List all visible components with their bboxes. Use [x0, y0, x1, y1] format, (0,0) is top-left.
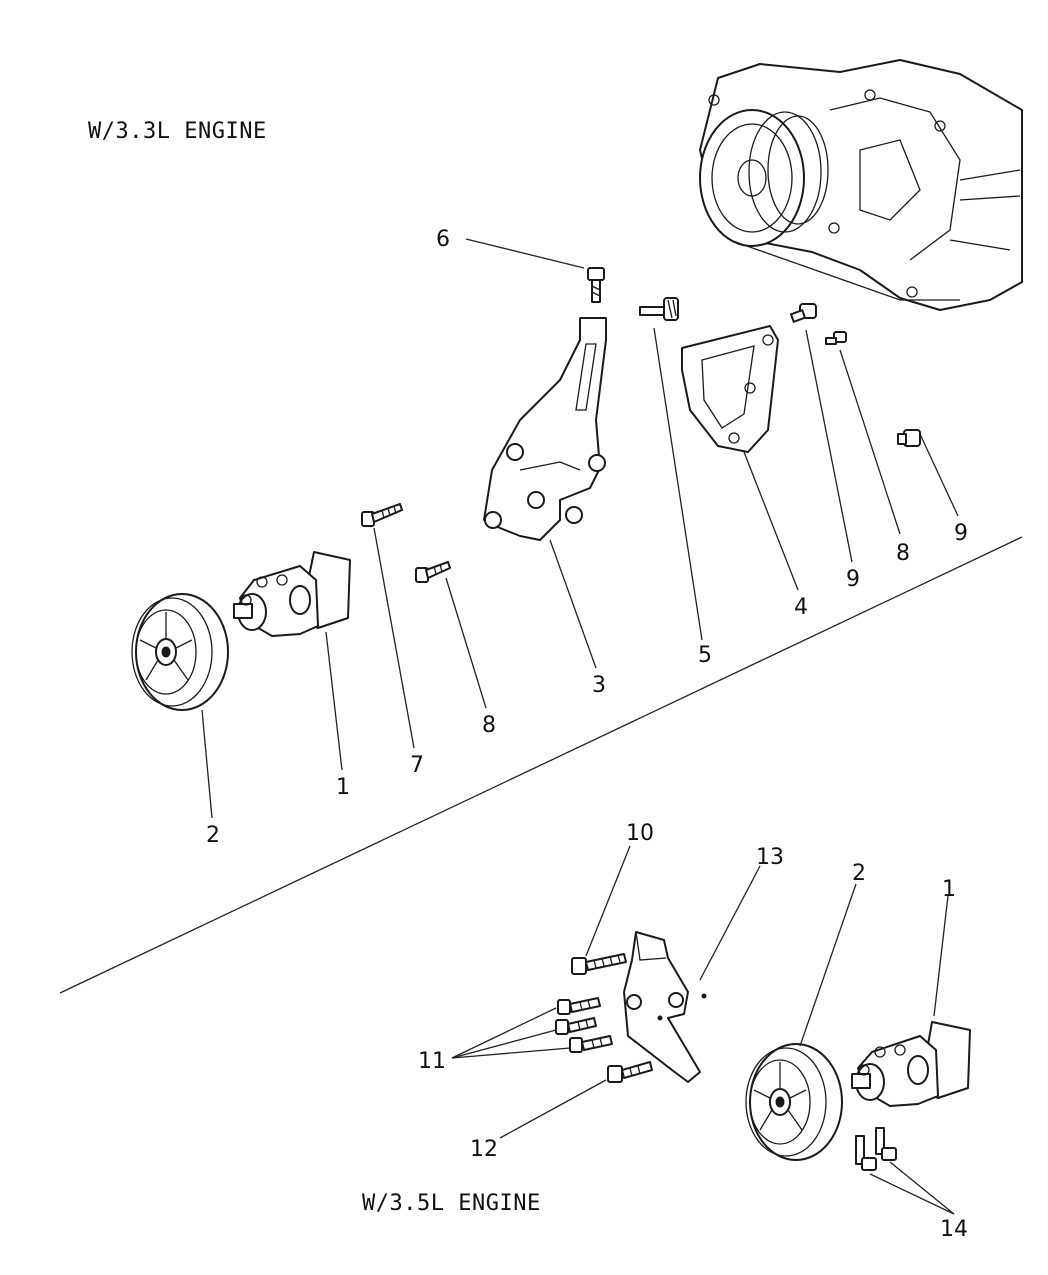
callouts-upper: 6 5 9 8 9 4 3 8 7 1 2 — [206, 227, 968, 848]
leader-lines-upper — [201, 238, 959, 819]
callout-9b: 9 — [954, 521, 968, 546]
pulley-2-lower — [745, 1043, 843, 1161]
bolt-12 — [607, 1061, 653, 1083]
callout-11: 11 — [418, 1049, 446, 1074]
header-upper: W/3.3L ENGINE — [88, 119, 267, 144]
bolt-8b — [415, 561, 451, 583]
pump-1-upper — [233, 551, 351, 637]
callout-1-lower: 1 — [942, 877, 956, 902]
callout-2-lower: 2 — [852, 861, 866, 886]
callout-1-upper: 1 — [336, 775, 350, 800]
bolts-14 — [855, 1127, 897, 1171]
callout-14: 14 — [940, 1217, 968, 1242]
callout-3: 3 — [592, 673, 606, 698]
bracket-plate-4 — [681, 325, 779, 453]
bolt-6 — [587, 267, 605, 303]
main-bracket-3 — [483, 317, 607, 541]
callout-12: 12 — [470, 1137, 498, 1162]
bolts-11 — [555, 997, 613, 1053]
callout-8b: 8 — [482, 713, 496, 738]
callout-13: 13 — [756, 845, 784, 870]
callout-9a: 9 — [846, 567, 860, 592]
engine-block — [699, 59, 1023, 311]
screw-8a — [825, 331, 847, 345]
callout-5: 5 — [698, 643, 712, 668]
screw-9b — [897, 429, 921, 447]
callout-6: 6 — [436, 227, 450, 252]
pump-1-lower — [851, 1021, 971, 1107]
pulley-2-upper — [131, 593, 229, 711]
bolt-10 — [571, 953, 627, 975]
callout-2-upper: 2 — [206, 823, 220, 848]
bracket-13 — [623, 931, 707, 1083]
header-lower: W/3.5L ENGINE — [362, 1191, 541, 1216]
callouts-lower: 10 13 2 1 11 12 14 — [418, 821, 968, 1242]
screw-9a — [789, 303, 817, 323]
section-divider — [59, 536, 1023, 994]
stud-5 — [639, 297, 679, 321]
leader-lines-lower — [451, 845, 955, 1215]
callout-8a: 8 — [896, 541, 910, 566]
callout-4: 4 — [794, 595, 808, 620]
bolt-7 — [361, 503, 403, 527]
callout-7: 7 — [410, 753, 424, 778]
callout-10: 10 — [626, 821, 654, 846]
